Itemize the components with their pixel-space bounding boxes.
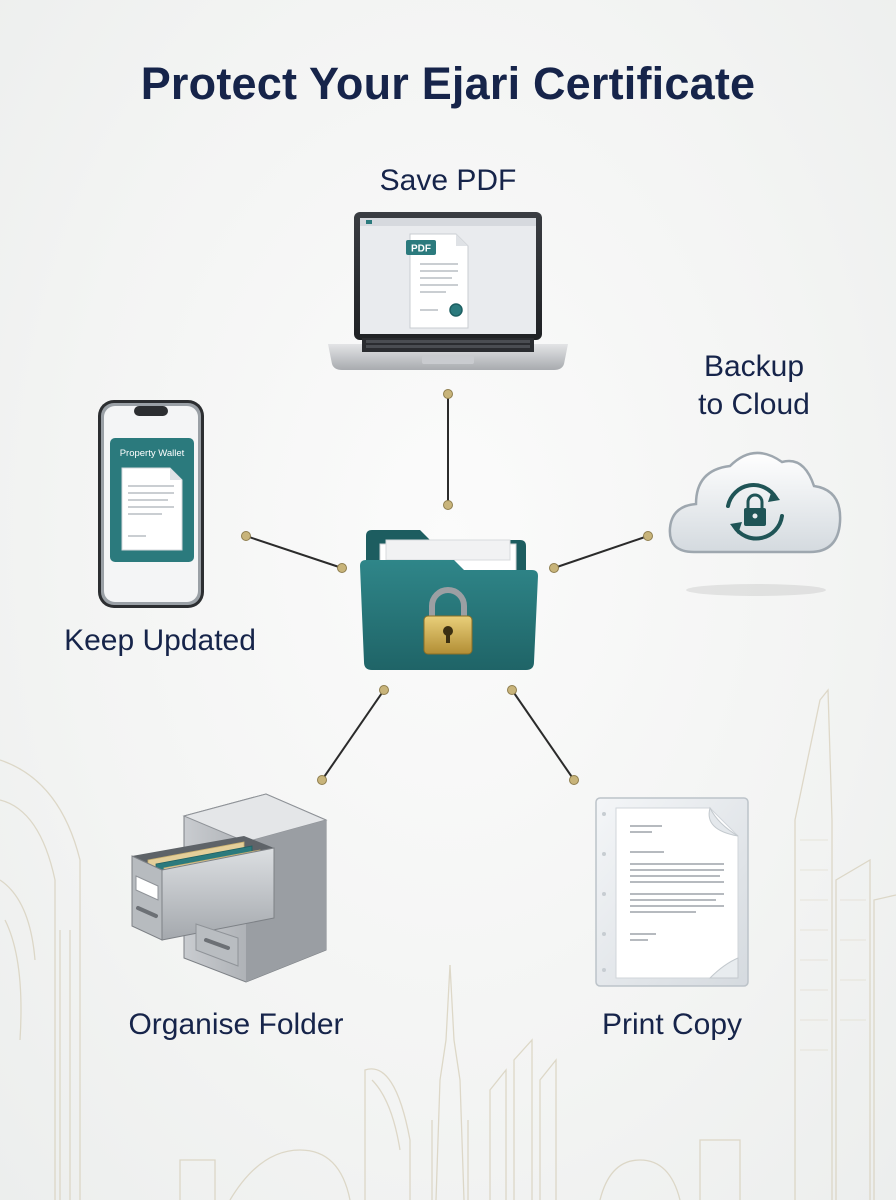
backup-cloud-label-line1: Backup <box>703 350 805 383</box>
node-dot <box>549 563 559 573</box>
node-dot <box>643 531 653 541</box>
page-title: Protect Your Ejari Certificate <box>140 58 756 109</box>
connector-print-copy <box>511 689 575 781</box>
save-pdf-label: Save PDF <box>379 164 517 197</box>
smartphone-icon: Property Wallet <box>98 400 204 608</box>
node-dot <box>443 500 453 510</box>
node-dot <box>507 685 517 695</box>
locked-folder-icon <box>360 530 538 670</box>
filing-cabinet-icon <box>131 793 328 983</box>
node-dot <box>317 775 327 785</box>
cloud-lock-icon <box>668 451 842 596</box>
pdf-badge: PDF <box>411 244 431 255</box>
node-dot <box>241 531 251 541</box>
backup-cloud-label: Backup to Cloud <box>654 348 854 424</box>
node-dot <box>443 389 453 399</box>
node-dot <box>337 563 347 573</box>
backup-cloud-label-line2: to Cloud <box>698 388 810 421</box>
connector-organise-folder <box>321 689 385 781</box>
node-dot <box>569 775 579 785</box>
printed-document-icon <box>595 797 749 987</box>
keep-updated-label: Keep Updated <box>64 624 256 657</box>
wallet-label: Property Wallet <box>120 448 185 459</box>
connector-keep-updated <box>245 535 343 569</box>
laptop-icon: PDF <box>328 212 568 370</box>
organise-folder-label: Organise Folder <box>128 1008 344 1041</box>
node-dot <box>379 685 389 695</box>
connector-backup-cloud <box>553 535 649 569</box>
print-copy-label: Print Copy <box>601 1008 743 1041</box>
